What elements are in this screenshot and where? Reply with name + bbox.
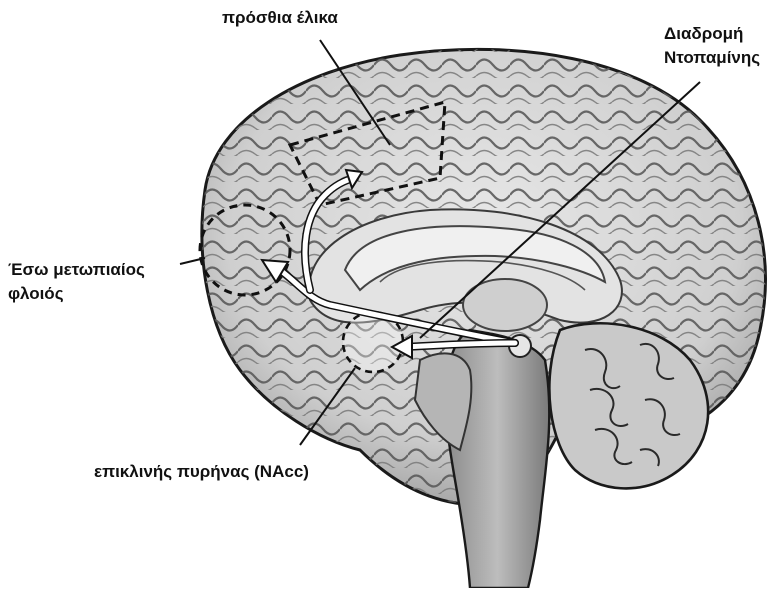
nucleus-accumbens-text: επικλινής πυρήνας (NAcc) (94, 460, 309, 484)
medial-prefrontal-text-2: φλοιός (8, 282, 145, 306)
dopamine-pathway-text-2: Ντοπαμίνης (664, 46, 760, 70)
anterior-cingulate-label: πρόσθια έλικα (222, 6, 338, 30)
dopamine-pathway-text-1: Διαδρομή (664, 22, 760, 46)
medial-prefrontal-label: Έσω μετωπιαίος φλοιός (8, 258, 145, 306)
dopamine-pathway-label: Διαδρομή Ντοπαμίνης (664, 22, 760, 70)
anterior-cingulate-text: πρόσθια έλικα (222, 6, 338, 30)
nucleus-accumbens-label: επικλινής πυρήνας (NAcc) (94, 460, 309, 484)
medial-prefrontal-text-1: Έσω μετωπιαίος (8, 258, 145, 282)
